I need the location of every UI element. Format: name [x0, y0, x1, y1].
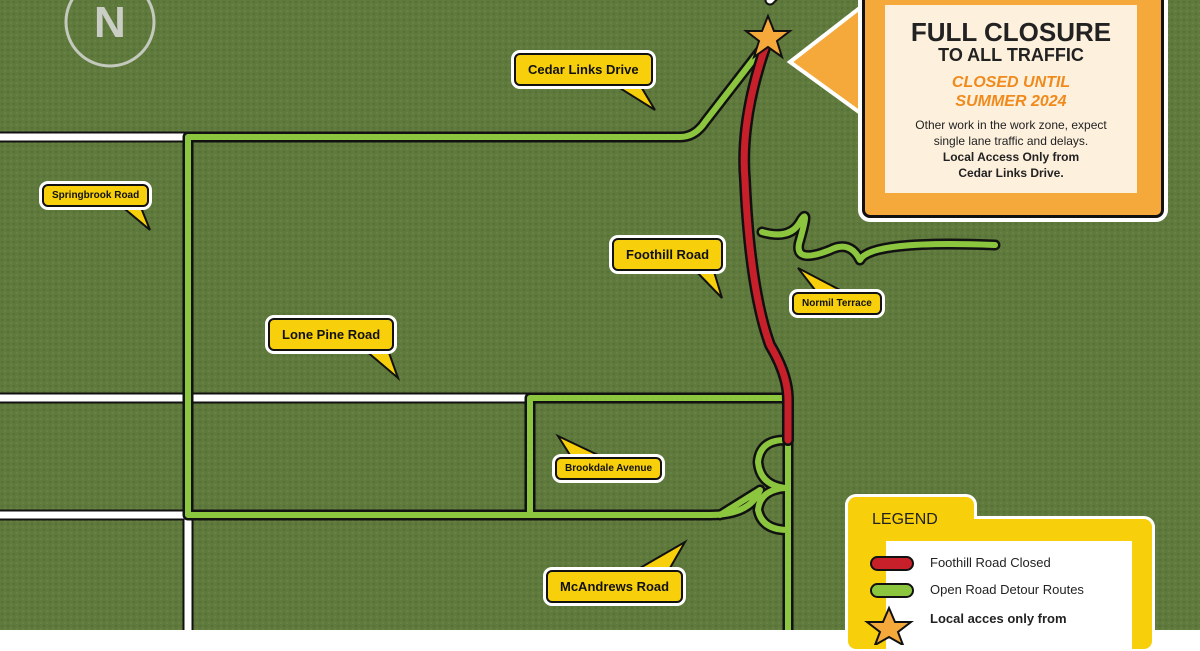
closure-note-1: Other work in the work zone, expect	[915, 118, 1107, 132]
closure-subtitle: TO ALL TRAFFIC	[938, 45, 1084, 65]
closed-swatch	[870, 556, 914, 571]
north-compass	[64, 0, 156, 68]
closed-until-1: CLOSED UNTIL	[951, 74, 1071, 91]
label-springbrook-road: Springbrook Road	[42, 184, 150, 207]
compass-label: N	[94, 0, 126, 47]
legend-item-local-access: Local acces only from	[930, 611, 1067, 626]
closure-note-2: single lane traffic and delays.	[933, 134, 1089, 148]
legend-item-closed: Foothill Road Closed	[930, 555, 1051, 570]
closure-title: FULL CLOSURE	[910, 17, 1112, 47]
legend-item-detour: Open Road Detour Routes	[930, 582, 1084, 597]
label-foothill-road: Foothill Road	[612, 238, 724, 271]
local-roads	[0, 0, 778, 636]
star-icon	[864, 605, 914, 645]
closed-until-2: SUMMER 2024	[955, 93, 1067, 110]
callout-tails	[117, 84, 841, 569]
star-icon	[743, 13, 793, 60]
label-normil-terrace: Normil Terrace	[792, 292, 882, 315]
label-mcandrews-road: McAndrews Road	[546, 570, 684, 603]
label-brookdale-avenue: Brookdale Avenue	[555, 457, 663, 480]
detour-swatch	[870, 583, 914, 598]
closure-notice: FULL CLOSURE TO ALL TRAFFIC CLOSED UNTIL…	[862, 0, 1164, 218]
closed-road-foothill	[738, 39, 794, 446]
closure-access-2: Cedar Links Drive.	[958, 166, 1064, 180]
closure-access-1: Local Access Only from	[942, 150, 1080, 164]
detour-routes	[182, 32, 1001, 636]
label-lone-pine-road: Lone Pine Road	[268, 318, 395, 351]
label-cedar-links-drive: Cedar Links Drive	[514, 53, 653, 86]
legend: LEGEND Foothill Road Closed Open Road De…	[848, 497, 1152, 651]
legend-title: LEGEND	[872, 511, 938, 528]
